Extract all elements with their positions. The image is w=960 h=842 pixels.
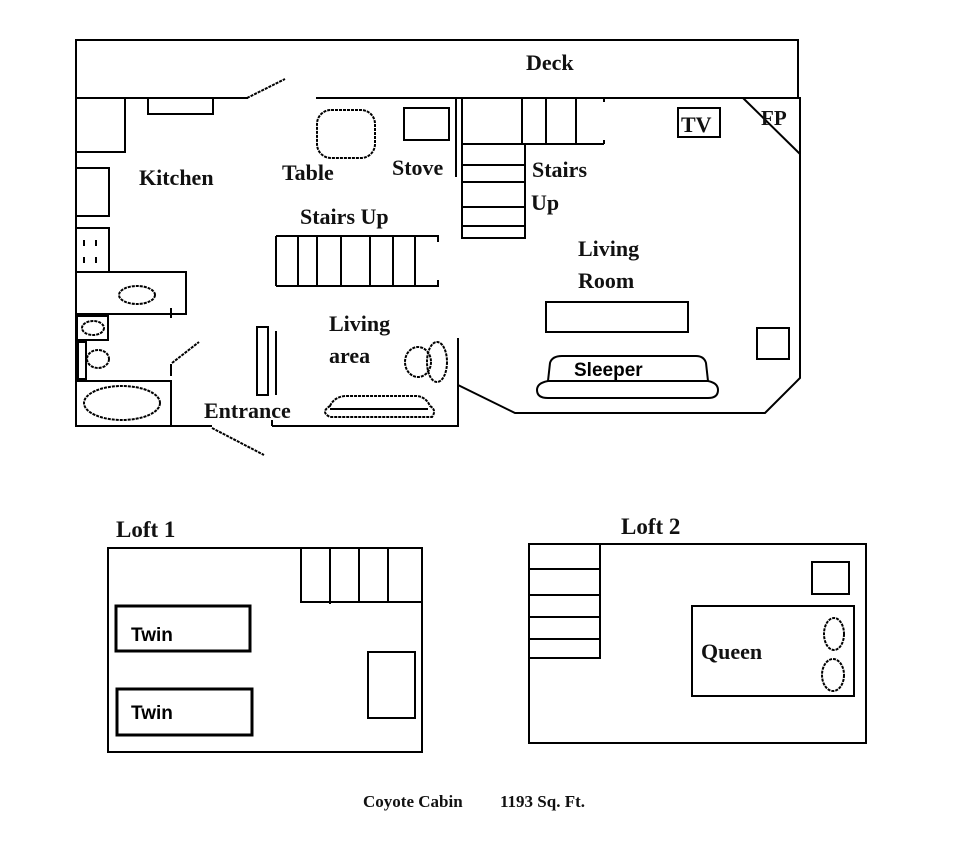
bath-sink-counter xyxy=(76,315,109,341)
queen-bed-label: Queen xyxy=(701,639,762,664)
toilet-tank xyxy=(77,341,87,380)
cabin-area: 1193 Sq. Ft. xyxy=(500,792,585,811)
stairs-right xyxy=(461,98,605,239)
sleeper-seat xyxy=(535,380,720,399)
twin-bed-2 xyxy=(115,687,254,737)
sleeper-label: Sleeper xyxy=(574,360,643,381)
kitchen-label: Kitchen xyxy=(139,165,214,190)
vanity-sink xyxy=(118,285,156,305)
back-door-swing xyxy=(246,78,286,99)
sleeper-back xyxy=(547,355,709,382)
dining-table xyxy=(316,109,376,159)
twin-bed-1-label: Twin xyxy=(131,625,173,646)
table-label: Table xyxy=(282,160,334,185)
end-table xyxy=(756,327,790,360)
entry-bench xyxy=(256,326,269,396)
toilet-bowl xyxy=(86,349,110,369)
main-floor: Deck Kitchen Table Stove Stai xyxy=(75,39,801,456)
loft2-outline xyxy=(528,543,867,744)
range-burners xyxy=(83,240,97,263)
stairs-main xyxy=(275,235,439,287)
living-room-label-line2: Room xyxy=(578,268,634,293)
bathtub-wall xyxy=(76,380,172,426)
caption: Coyote Cabin 1193 Sq. Ft. xyxy=(363,792,585,811)
cabin-name: Coyote Cabin xyxy=(363,792,463,811)
entrance-door-swing xyxy=(211,427,265,456)
bath-sink xyxy=(81,320,105,336)
loft2-nightstand xyxy=(811,561,850,595)
fridge xyxy=(75,167,110,217)
loft2-title: Loft 2 xyxy=(621,514,680,539)
loft1-title: Loft 1 xyxy=(116,517,175,542)
tv xyxy=(677,107,721,138)
fireplace-label: FP xyxy=(761,106,787,130)
loft1-dresser xyxy=(367,651,416,719)
tv-label: TV xyxy=(681,112,712,137)
living-area-label-line2: area xyxy=(329,343,370,368)
chair-seat xyxy=(404,346,432,378)
kitchen-sink-counter xyxy=(147,98,214,115)
range xyxy=(75,227,110,273)
loft2-stairs xyxy=(529,544,601,659)
bathtub xyxy=(83,385,161,421)
deck-outline xyxy=(75,39,799,98)
loveseat xyxy=(324,395,436,418)
queen-bed xyxy=(691,605,855,697)
living-area-label-line1: Living xyxy=(329,311,390,336)
wall-bottom-middle xyxy=(272,338,459,427)
pillow-2 xyxy=(821,658,845,692)
loft-2: Loft 2 Queen xyxy=(528,514,867,744)
entrance-label: Entrance xyxy=(204,398,291,423)
loft1-stairs xyxy=(300,548,422,604)
stairs-right-label-line2: Up xyxy=(531,190,559,215)
chair-back xyxy=(426,341,448,383)
living-room-label-line1: Living xyxy=(578,236,639,261)
pillow-1 xyxy=(823,617,845,651)
deck-label: Deck xyxy=(526,50,574,75)
fireplace-corner xyxy=(742,97,801,155)
bathroom-vanity xyxy=(75,271,187,315)
coffee-table xyxy=(545,301,689,333)
loft-1: Loft 1 Twin Twin xyxy=(107,517,423,753)
twin-bed-2-label: Twin xyxy=(131,703,173,724)
stove-label: Stove xyxy=(392,155,444,180)
loft1-outline xyxy=(107,547,423,753)
stairs-right-label-line1: Stairs xyxy=(532,157,587,182)
kitchen-cabinet-corner xyxy=(76,98,126,153)
bath-door-swing xyxy=(171,341,200,364)
stairs-up-label: Stairs Up xyxy=(300,204,389,229)
twin-bed-1 xyxy=(114,604,252,653)
wall-top-right xyxy=(316,97,801,414)
stove xyxy=(403,107,450,141)
